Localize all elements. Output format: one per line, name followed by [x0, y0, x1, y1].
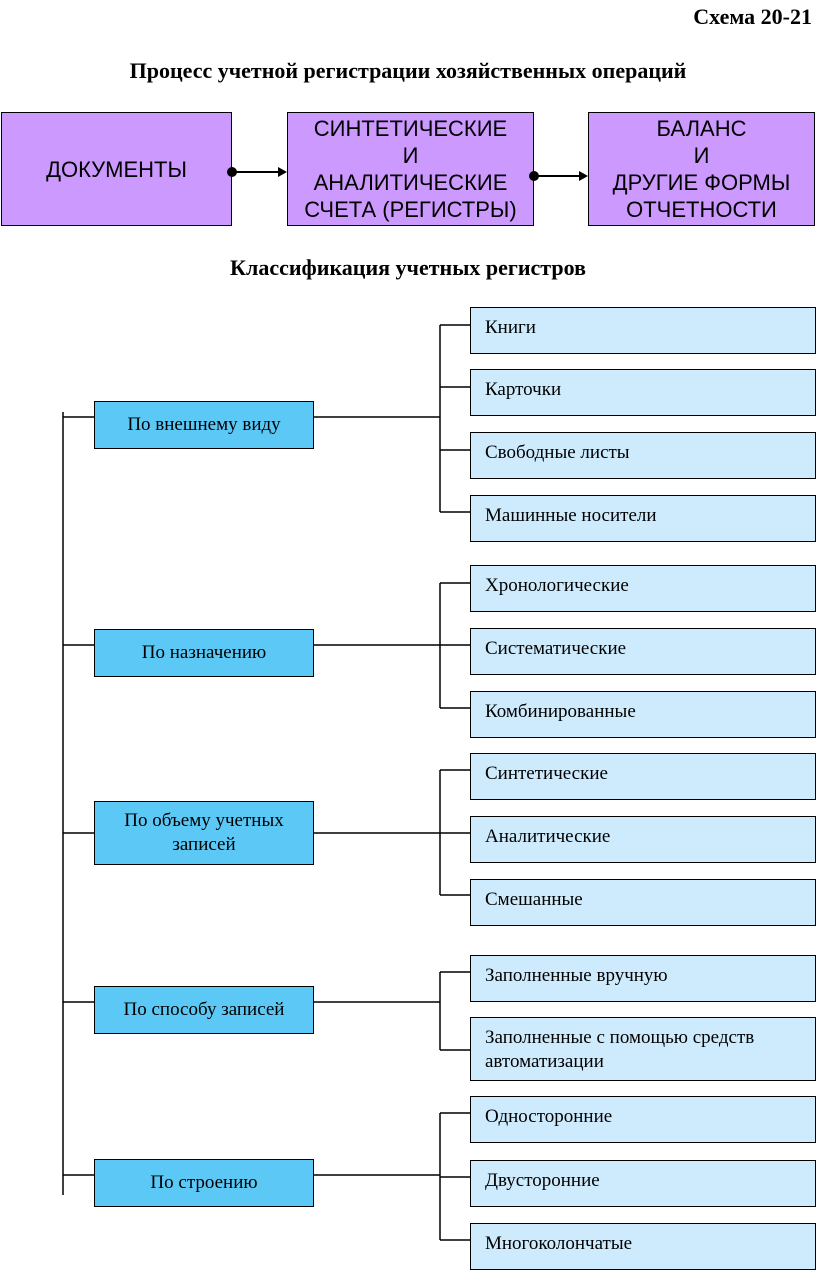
arrow-documents-to-accounts	[227, 167, 287, 177]
leaf-label: Смешанные	[485, 889, 583, 910]
leaf-combined: Комбинированные	[470, 691, 816, 738]
accounts-box-line: СЧЕТА (РЕГИСТРЫ)	[304, 197, 517, 222]
leaf-label: Заполненные с помощью средств	[485, 1027, 755, 1048]
balance-box-line: ДРУГИЕ ФОРМЫ	[612, 170, 791, 195]
category-label: По способу записей	[123, 999, 285, 1020]
leaf-manual: Заполненные вручную	[470, 955, 816, 1002]
leaf-two-sided: Двусторонние	[470, 1160, 816, 1207]
balance-box-line: ОТЧЕТНОСТИ	[626, 197, 777, 222]
accounts-box-line: И	[402, 143, 419, 168]
arrow-accounts-to-balance	[529, 171, 588, 181]
category-label: По объему учетных	[124, 810, 284, 831]
leaf-label: автоматизации	[485, 1051, 604, 1072]
leaf-label: Машинные носители	[485, 505, 657, 526]
accounts-box: СИНТЕТИЧЕСКИЕ И АНАЛИТИЧЕСКИЕ СЧЕТА (РЕГ…	[287, 112, 534, 226]
process-title: Процесс учетной регистрации хозяйственны…	[129, 58, 687, 83]
category-label: записей	[172, 834, 236, 855]
leaf-label: Односторонние	[485, 1106, 613, 1127]
leaf-books: Книги	[470, 307, 816, 354]
leaf-machine-media: Машинные носители	[470, 495, 816, 542]
leaf-label: Синтетические	[485, 763, 608, 784]
leaf-label: Книги	[485, 317, 536, 338]
classification-title: Классификация учетных регистров	[230, 255, 586, 280]
category-label: По внешнему виду	[127, 414, 281, 435]
accounts-box-line: АНАЛИТИЧЕСКИЕ	[313, 170, 508, 195]
category-method: По способу записей	[94, 986, 314, 1034]
leaf-label: Заполненные вручную	[485, 965, 668, 986]
leaf-label: Комбинированные	[485, 701, 636, 722]
leaf-label: Аналитические	[485, 826, 611, 847]
accounts-box-line: СИНТЕТИЧЕСКИЕ	[313, 116, 508, 141]
leaf-label: Карточки	[485, 379, 562, 400]
category-structure: По строению	[94, 1159, 314, 1207]
documents-box-line: ДОКУМЕНТЫ	[46, 156, 187, 182]
balance-box-line: И	[693, 143, 710, 168]
category-volume: По объему учетных записей	[94, 801, 314, 865]
leaf-label: Многоколончатые	[485, 1233, 633, 1254]
documents-box: ДОКУМЕНТЫ	[1, 112, 232, 226]
leaf-one-sided: Односторонние	[470, 1096, 816, 1143]
leaf-automated: Заполненные с помощью средств автоматиза…	[470, 1017, 816, 1081]
category-label: По строению	[150, 1172, 258, 1193]
category-purpose: По назначению	[94, 629, 314, 677]
leaf-analytical: Аналитические	[470, 816, 816, 863]
category-label: По назначению	[141, 642, 267, 663]
leaf-chronological: Хронологические	[470, 565, 816, 612]
leaf-synthetic: Синтетические	[470, 753, 816, 800]
leaf-multi-column: Многоколончатые	[470, 1223, 816, 1270]
balance-box-line: БАЛАНС	[656, 116, 747, 141]
leaf-label: Двусторонние	[485, 1170, 600, 1191]
leaf-mixed: Смешанные	[470, 879, 816, 926]
category-appearance: По внешнему виду	[94, 401, 314, 449]
leaf-label: Хронологические	[485, 575, 629, 596]
balance-box: БАЛАНС И ДРУГИЕ ФОРМЫ ОТЧЕТНОСТИ	[588, 112, 815, 226]
leaf-loose-sheets: Свободные листы	[470, 432, 816, 479]
leaf-cards: Карточки	[470, 369, 816, 416]
leaf-label: Свободные листы	[485, 442, 630, 463]
leaf-label: Систематические	[485, 638, 627, 659]
leaf-systematic: Систематические	[470, 628, 816, 675]
scheme-label: Схема 20-21	[693, 4, 812, 29]
